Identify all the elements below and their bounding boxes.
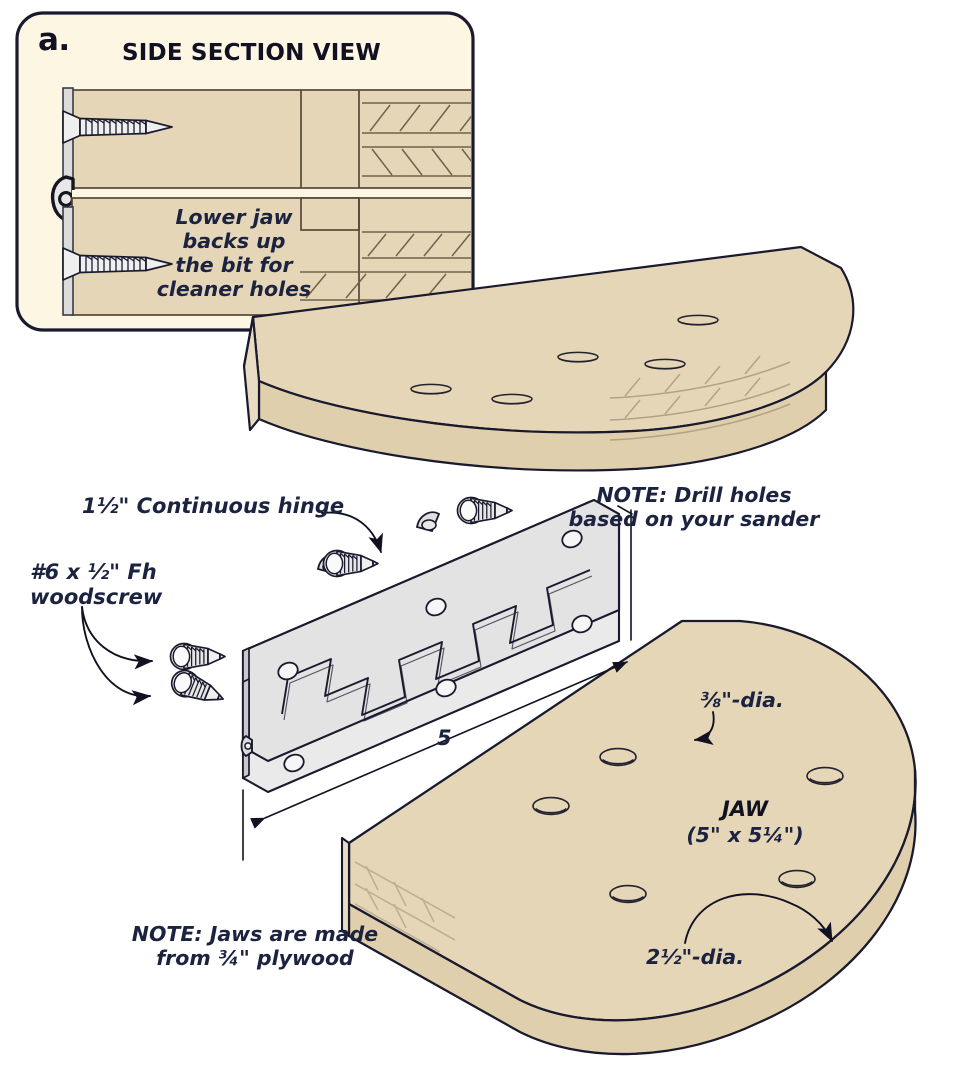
dimension-width: 5 — [437, 726, 452, 750]
note-drill-line1: Drill holes — [667, 483, 792, 507]
dimension-hole-diameter: ⅜"-dia. — [700, 688, 784, 712]
note-label: NOTE: — [131, 922, 203, 946]
upper-jaw-part — [242, 245, 855, 472]
note-ply-line1: Jaws are made — [202, 922, 379, 946]
note-ply-line2: from ¾" plywood — [156, 945, 354, 970]
dimension-radius-cut: 2½"-dia. — [646, 945, 744, 969]
hinge-pin-end — [240, 734, 253, 758]
note-plywood: NOTE: Jaws are made from ¾" plywood — [132, 922, 378, 970]
section-drawing — [50, 87, 471, 316]
woodscrew-icon — [322, 549, 379, 578]
section-upper-jaw — [71, 89, 471, 189]
note-drill-line2: based on your sander — [568, 506, 820, 531]
lower-jaw-part — [340, 619, 917, 1056]
note-label: NOTE: — [596, 483, 668, 507]
woodscrew-label: #6 x ½" Fh woodscrew — [30, 560, 163, 609]
jaw-part-name: JAW — [721, 797, 769, 821]
woodscrew-icon — [166, 665, 229, 712]
side-section-view-panel — [15, 11, 475, 332]
section-view-title: SIDE SECTION VIEW — [122, 40, 381, 66]
lower-jaw-callout: Lower jaw backs up the bit for cleaner h… — [156, 205, 312, 301]
hinge-label: 1½" Continuous hinge — [82, 494, 345, 518]
detail-letter: a. — [38, 22, 70, 58]
note-drill-holes: NOTE: Drill holes based on your sander — [569, 483, 820, 531]
annotation-leaders — [81, 505, 833, 944]
jaw-part-size: (5" x 5¼") — [686, 823, 804, 847]
woodscrew-icon — [169, 642, 226, 671]
woodscrew-icon — [456, 496, 513, 525]
